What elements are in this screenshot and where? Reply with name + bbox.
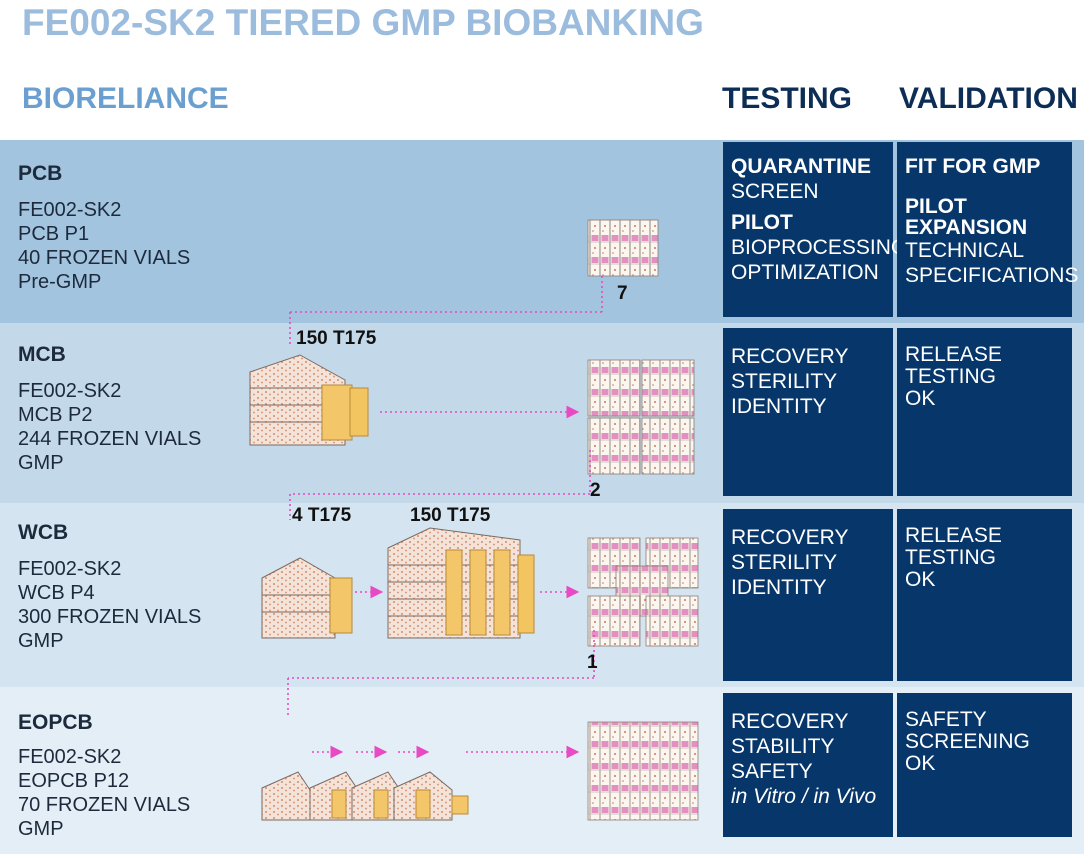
box-line: SCREEN	[731, 180, 819, 203]
tier-details-wcb: FE002-SK2 WCB P4 300 FROZEN VIALS GMP	[18, 557, 201, 653]
box-line: FIT FOR GMP	[905, 155, 1041, 178]
label-mcb-flasks: 150 T175	[296, 328, 377, 349]
tier-line: GMP	[18, 818, 64, 840]
header-bioreliance: BIORELIANCE	[22, 82, 229, 115]
label-pcb-vials: 7	[617, 283, 628, 304]
flask-stack-mcb	[249, 354, 369, 446]
box-line: OPTIMIZATION	[731, 261, 879, 284]
tier-line: MCB P2	[18, 404, 93, 426]
tier-details-eopcb: FE002-SK2 EOPCB P12 70 FROZEN VIALS GMP	[18, 745, 190, 841]
tier-line: GMP	[18, 630, 64, 652]
tier-line: 244 FROZEN VIALS	[18, 428, 202, 450]
tier-label-eopcb: EOPCB	[18, 711, 93, 734]
box-line: STERILITY	[731, 370, 838, 393]
box-line: SCREENING	[905, 730, 1030, 753]
box-line: TESTING	[905, 365, 997, 388]
box-line: RELEASE	[905, 343, 1002, 366]
testing-box-pcb: QUARANTINE SCREEN PILOT BIOPROCESSING OP…	[723, 142, 908, 317]
tier-details-mcb: FE002-SK2 MCB P2 244 FROZEN VIALS GMP	[18, 379, 201, 475]
label-wcb-flasks: 150 T175	[410, 505, 491, 526]
tier-label-mcb: MCB	[18, 343, 66, 366]
tier-line: Pre-GMP	[18, 271, 102, 293]
connector-mcb-wcb	[289, 450, 591, 520]
tier-details-pcb: FE002-SK2 PCB P1 40 FROZEN VIALS Pre-GMP	[18, 198, 190, 294]
tier-line: FE002-SK2	[18, 380, 122, 402]
box-line: BIOPROCESSING	[731, 236, 908, 259]
box-line: SPECIFICATIONS	[905, 264, 1079, 287]
tier-line: 70 FROZEN VIALS	[18, 794, 191, 816]
header-testing: TESTING	[722, 82, 853, 115]
testing-box-mcb: RECOVERY STERILITY IDENTITY	[723, 328, 893, 496]
testing-box-wcb: RECOVERY STERILITY IDENTITY	[723, 509, 893, 681]
tier-line: GMP	[18, 452, 64, 474]
box-line: RECOVERY	[731, 345, 849, 368]
connector-pcb-mcb	[289, 276, 603, 346]
box-line: TECHNICAL	[905, 239, 1025, 262]
vial-rack-wcb	[587, 537, 699, 647]
validation-box-eopcb: SAFETY SCREENING OK	[897, 693, 1072, 837]
vial-rack-pcb	[587, 219, 659, 277]
box-line: STERILITY	[731, 551, 838, 574]
box-line: SAFETY	[905, 708, 987, 731]
tier-line: WCB P4	[18, 582, 95, 604]
vial-rack-mcb	[587, 359, 695, 475]
tier-line: 40 FROZEN VIALS	[18, 247, 191, 269]
box-line: RECOVERY	[731, 710, 849, 733]
tier-label-pcb: PCB	[18, 162, 63, 185]
box-line: IDENTITY	[731, 395, 827, 418]
box-line: PILOT	[731, 211, 793, 234]
tier-line: PCB P1	[18, 223, 90, 245]
flask-stack-wcb	[387, 527, 535, 639]
tier-line: EOPCB P12	[18, 770, 130, 792]
box-line: EXPANSION	[905, 216, 1028, 239]
box-line: OK	[905, 752, 936, 775]
header-validation: VALIDATION	[899, 82, 1078, 115]
box-line: RELEASE	[905, 524, 1002, 547]
tier-line: 300 FROZEN VIALS	[18, 606, 202, 628]
connector-wcb-eopcb	[287, 630, 595, 718]
box-line: TESTING	[905, 546, 997, 569]
box-line: IDENTITY	[731, 576, 827, 599]
box-line: PILOT	[905, 195, 967, 218]
box-line: OK	[905, 568, 936, 591]
box-line: QUARANTINE	[731, 155, 871, 178]
validation-box-wcb: RELEASE TESTING OK	[897, 509, 1072, 681]
box-line: OK	[905, 387, 936, 410]
testing-box-eopcb: RECOVERY STABILITY SAFETY in Vitro / in …	[723, 693, 893, 837]
flask-stack-wcb-seed	[261, 557, 353, 639]
box-line: STABILITY	[731, 735, 835, 758]
validation-box-mcb: RELEASE TESTING OK	[897, 328, 1072, 496]
box-line: SAFETY	[731, 760, 813, 783]
validation-box-pcb: FIT FOR GMP PILOT EXPANSION TECHNICAL SP…	[897, 142, 1079, 317]
tier-label-wcb: WCB	[18, 521, 69, 544]
tier-line: FE002-SK2	[18, 746, 122, 768]
vial-rack-eopcb	[587, 721, 699, 821]
page-title: FE002-SK2 TIERED GMP BIOBANKING	[22, 2, 704, 43]
tier-line: FE002-SK2	[18, 199, 122, 221]
label-wcb-seed-flasks: 4 T175	[292, 505, 352, 526]
box-line: in Vitro / in Vivo	[731, 785, 877, 808]
tier-line: FE002-SK2	[18, 558, 122, 580]
label-mcb-vials: 2	[590, 480, 601, 501]
label-wcb-vials: 1	[587, 652, 598, 673]
box-line: RECOVERY	[731, 526, 849, 549]
flask-row-eopcb	[261, 771, 469, 821]
